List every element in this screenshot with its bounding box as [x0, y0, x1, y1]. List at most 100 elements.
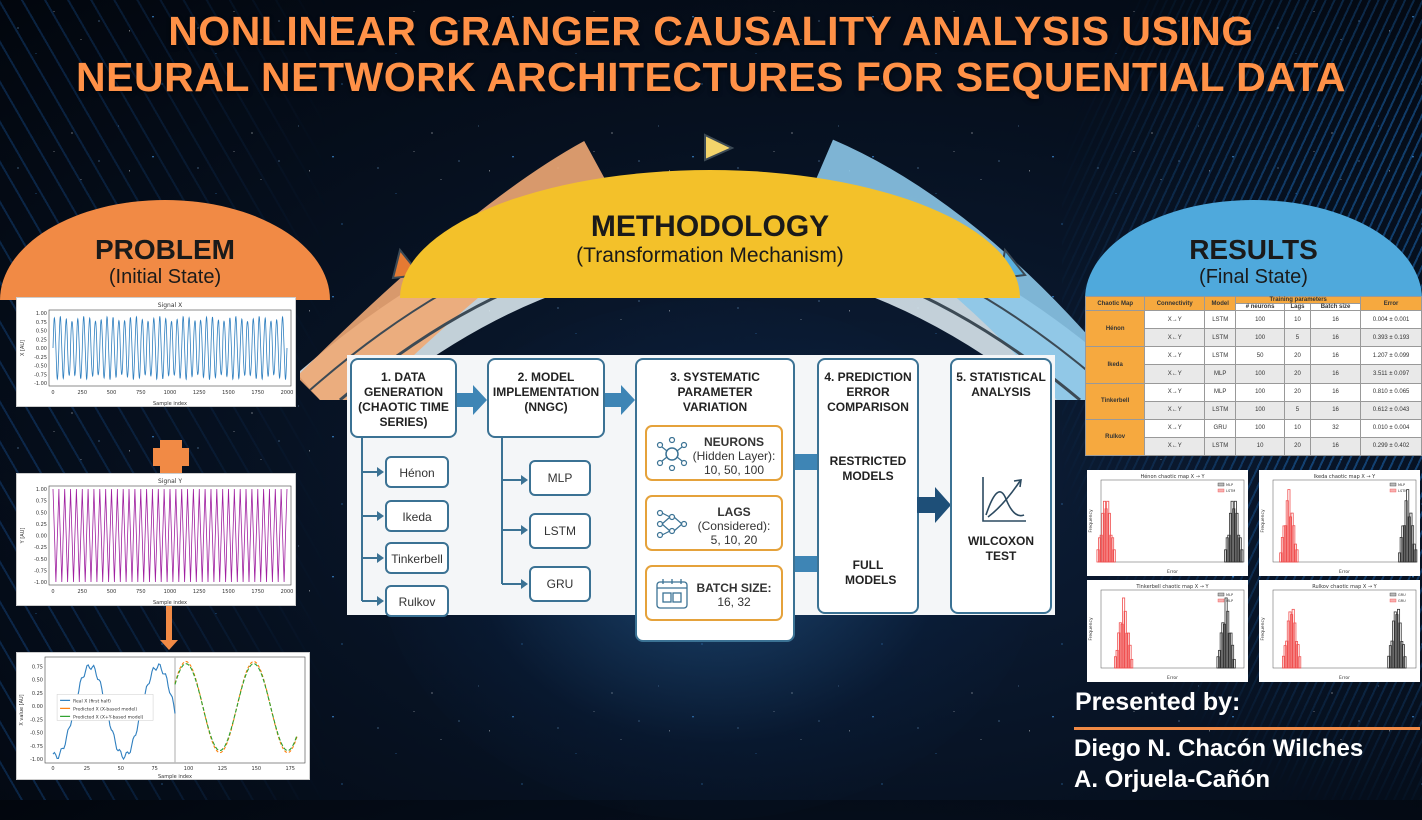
x-tick-label: 125 [218, 766, 228, 772]
cell-error: 0.810 ± 0.065 [1360, 382, 1422, 402]
x-tick-label: 1000 [164, 589, 177, 595]
histogram-bar-black [1388, 645, 1392, 669]
param-neurons: NEURONS (Hidden Layer): 10, 50, 100 [645, 425, 783, 481]
item-rulkov: Rulkov [385, 585, 449, 617]
step-3-label: 3. SYSTEMATIC PARAMETER VARIATION [670, 370, 760, 414]
step-5-label: 5. STATISTICAL ANALYSIS [956, 370, 1046, 399]
item-henon: Hénon [385, 456, 449, 488]
histogram-bar-black [1402, 525, 1406, 563]
cell-lags: 20 [1283, 382, 1312, 402]
step-1-label: 1. DATA GENERATION (CHAOTIC TIME SERIES) [358, 370, 449, 429]
connector-arrow [362, 511, 384, 521]
histogram-title: Hénon chaotic map X → Y [1140, 473, 1205, 480]
cell-model: LSTM [1204, 309, 1237, 330]
legend-entry: MLP [1226, 483, 1233, 487]
y-tick-label: -0.75 [34, 372, 47, 378]
title-line-2: NEURAL NETWORK ARCHITECTURES FOR SEQUENT… [76, 54, 1346, 100]
legend-swatch [1389, 482, 1397, 487]
cell-map: Hénon [1084, 309, 1146, 348]
param-lags: LAGS (Considered): 5, 10, 20 [645, 495, 783, 551]
cell-connectivity: X→Y [1144, 418, 1206, 438]
histogram-bar-black [1232, 658, 1236, 669]
histogram-bar-black [1387, 655, 1391, 669]
histogram-bar-red [1280, 537, 1284, 563]
histogram-bar-black [1225, 537, 1229, 563]
histogram-bar-red [1293, 543, 1297, 563]
histogram-bar-red [1106, 500, 1110, 563]
histogram-title: Rulkov chaotic map X → Y [1312, 584, 1377, 590]
cell-batch: 32 [1309, 418, 1362, 438]
cell-lags: 10 [1283, 309, 1312, 330]
x-tick-label: 1250 [193, 589, 206, 595]
histogram-bar-red [1126, 632, 1130, 669]
x-tick-label: 100 [184, 766, 194, 772]
cell-model: GRU [1204, 418, 1237, 438]
col-training-parameters: Training parameters [1235, 296, 1362, 304]
cell-lags: 10 [1283, 418, 1312, 438]
histogram-bar-red [1298, 656, 1302, 669]
distribution-chart-icon [982, 477, 1026, 522]
cell-map: Tinkerbell [1084, 382, 1146, 420]
plot-frame [1100, 479, 1245, 563]
author-name: Diego N. Chacón Wilches [1074, 735, 1364, 762]
step-5-box: 5. STATISTICAL ANALYSIS WILCOXON TEST [950, 358, 1052, 614]
cell-neurons: 10 [1235, 436, 1285, 457]
histogram-bar-red [1288, 611, 1292, 669]
histogram-bar-black [1406, 489, 1410, 563]
cell-error: 1.207 ± 0.099 [1360, 346, 1422, 366]
histogram-bar-black [1398, 622, 1402, 669]
x-tick-label: 500 [107, 589, 117, 595]
results-subheading: (Final State) [1199, 266, 1308, 288]
cell-neurons: 100 [1235, 418, 1285, 438]
predicted-x-line [174, 660, 298, 754]
histogram-bar-red [1293, 622, 1297, 669]
y-tick-label: 0.50 [32, 678, 43, 684]
y-tick-label: -0.50 [30, 731, 43, 737]
histogram-bar-black [1414, 549, 1418, 563]
cell-error: 0.004 ± 0.001 [1360, 309, 1422, 330]
y-tick-label: 0.25 [36, 522, 47, 528]
histogram-bar-black [1390, 640, 1394, 669]
histogram-bar-red [1283, 645, 1287, 669]
cell-neurons: 100 [1235, 364, 1285, 384]
presented-by-label: Presented by: [1075, 688, 1241, 716]
y-axis-label: Frequency [1260, 617, 1266, 641]
histogram-bar-red [1122, 597, 1126, 669]
col-batch: Batch size [1309, 303, 1362, 311]
x-axis-label: Error [1167, 675, 1178, 681]
histogram-bar-black [1219, 632, 1223, 669]
neuron-network-icon [656, 437, 688, 471]
cell-connectivity: X←Y [1144, 400, 1206, 420]
y-tick-label: -1.00 [34, 580, 47, 586]
cell-connectivity: X←Y [1144, 328, 1206, 348]
col-neurons: # neurons [1235, 303, 1285, 311]
legend-swatch [1217, 488, 1225, 493]
x-tick-label: 1750 [251, 390, 264, 396]
flow-arrow-icon [917, 487, 951, 523]
histogram-bar-black [1407, 516, 1411, 563]
results-heading: RESULTS [1189, 234, 1318, 265]
param-name: LAGS [717, 505, 751, 519]
histogram-bar-black [1216, 656, 1220, 669]
item-gru: GRU [529, 566, 591, 602]
predicted-xy-line [174, 663, 298, 752]
x-tick-label: 750 [136, 589, 146, 595]
plot-frame [48, 309, 292, 387]
histogram-bar-black [1235, 512, 1239, 563]
histogram-bar-red [1112, 549, 1116, 563]
legend-swatch [1389, 592, 1397, 597]
histogram-bar-black [1392, 620, 1396, 669]
title-line-1: NONLINEAR GRANGER CAUSALITY ANALYSIS USI… [168, 8, 1254, 54]
x-tick-label: 250 [77, 390, 87, 396]
layered-network-icon [656, 509, 688, 539]
plot-frame [48, 485, 292, 586]
param-name: NEURONS [703, 435, 764, 449]
x-tick-label: 500 [107, 390, 117, 396]
